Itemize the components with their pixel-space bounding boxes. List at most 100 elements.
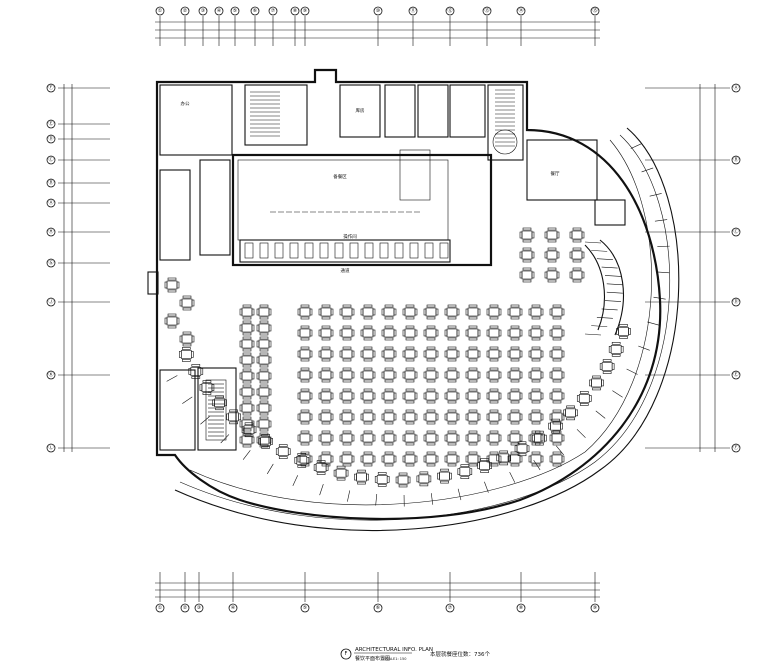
seat-group	[381, 388, 397, 404]
seat-group	[528, 346, 544, 362]
chair	[528, 371, 532, 379]
chair	[398, 472, 408, 476]
left-axis-bubble-label: Ⓛ	[48, 444, 53, 451]
seat-group	[318, 430, 334, 446]
chair	[576, 395, 580, 402]
chair	[510, 358, 520, 362]
mullion	[555, 445, 564, 456]
chair	[384, 409, 394, 413]
dining-table	[299, 328, 311, 338]
dining-table	[258, 403, 270, 413]
chair	[384, 316, 394, 320]
chair	[468, 346, 478, 350]
right-axis-bubble-circle	[731, 443, 741, 453]
chair	[202, 380, 212, 383]
seat-group	[402, 388, 418, 404]
seat-group	[360, 346, 376, 362]
chair	[510, 400, 520, 404]
chair	[405, 367, 415, 371]
chair	[393, 434, 397, 442]
chair	[377, 472, 387, 475]
chair	[313, 464, 317, 471]
chair	[528, 392, 532, 400]
chair	[414, 371, 418, 379]
dining-table	[356, 472, 367, 482]
dining-table	[530, 454, 542, 464]
seat-group	[239, 432, 255, 448]
chair	[321, 388, 331, 392]
seat-group	[381, 346, 397, 362]
chair	[377, 484, 387, 487]
chair	[321, 421, 331, 425]
left-axis-bubble-circle	[46, 134, 56, 144]
mullion	[626, 368, 638, 375]
dining-table	[610, 345, 622, 354]
chair	[456, 455, 460, 463]
chair	[552, 325, 562, 329]
chair	[407, 476, 411, 484]
chair	[599, 363, 603, 370]
seat-group	[549, 430, 565, 446]
chair	[489, 463, 499, 467]
chair	[468, 358, 478, 362]
chair	[444, 350, 448, 358]
dining-table	[320, 433, 332, 443]
seat-group	[528, 367, 544, 383]
chair	[477, 371, 481, 379]
chair	[241, 426, 245, 434]
chair	[297, 465, 307, 468]
chair	[489, 304, 499, 308]
top-axis-bubble-label: ①	[158, 8, 163, 14]
chair	[477, 329, 481, 337]
chair	[456, 434, 460, 442]
chair	[486, 329, 490, 337]
chair	[507, 434, 511, 442]
seat-group	[402, 430, 418, 446]
southwest-toilets	[159, 369, 196, 451]
chair	[486, 434, 490, 442]
chair	[561, 350, 565, 358]
dining-table	[591, 378, 602, 388]
counter-bay	[409, 242, 419, 259]
chair	[393, 329, 397, 337]
chair	[333, 469, 337, 477]
chair	[251, 388, 255, 396]
seat-group	[339, 451, 355, 467]
chair	[519, 251, 523, 259]
chair	[435, 392, 439, 400]
chair	[531, 231, 535, 239]
chair	[374, 476, 378, 483]
chair	[372, 455, 376, 463]
left-axis-bubble-circle	[46, 370, 56, 380]
left-axis-bubble-circle	[46, 443, 56, 453]
dining-table	[320, 349, 332, 359]
chair	[242, 368, 252, 372]
chair	[309, 308, 313, 316]
dining-table	[467, 370, 479, 380]
dining-table	[166, 316, 178, 326]
chair	[384, 337, 394, 341]
chair	[460, 464, 470, 467]
seat-group	[297, 304, 313, 320]
top-axis-bubble-label: ③	[201, 8, 205, 14]
chair	[360, 350, 364, 358]
chair	[560, 422, 563, 430]
chair	[363, 316, 373, 320]
chair	[531, 463, 541, 467]
storage-room	[449, 84, 486, 138]
chair	[437, 472, 440, 480]
dining-table	[530, 328, 542, 338]
chair	[384, 379, 394, 383]
chair	[256, 356, 260, 364]
chair	[531, 304, 541, 308]
chair	[522, 239, 532, 243]
chair	[297, 455, 301, 463]
chair	[242, 304, 252, 308]
chair	[398, 484, 408, 488]
dining-table	[241, 355, 253, 365]
seat-group	[226, 409, 241, 425]
chair	[498, 413, 502, 421]
chair	[572, 247, 582, 251]
chair	[602, 359, 612, 362]
exterior-wall	[155, 68, 662, 521]
